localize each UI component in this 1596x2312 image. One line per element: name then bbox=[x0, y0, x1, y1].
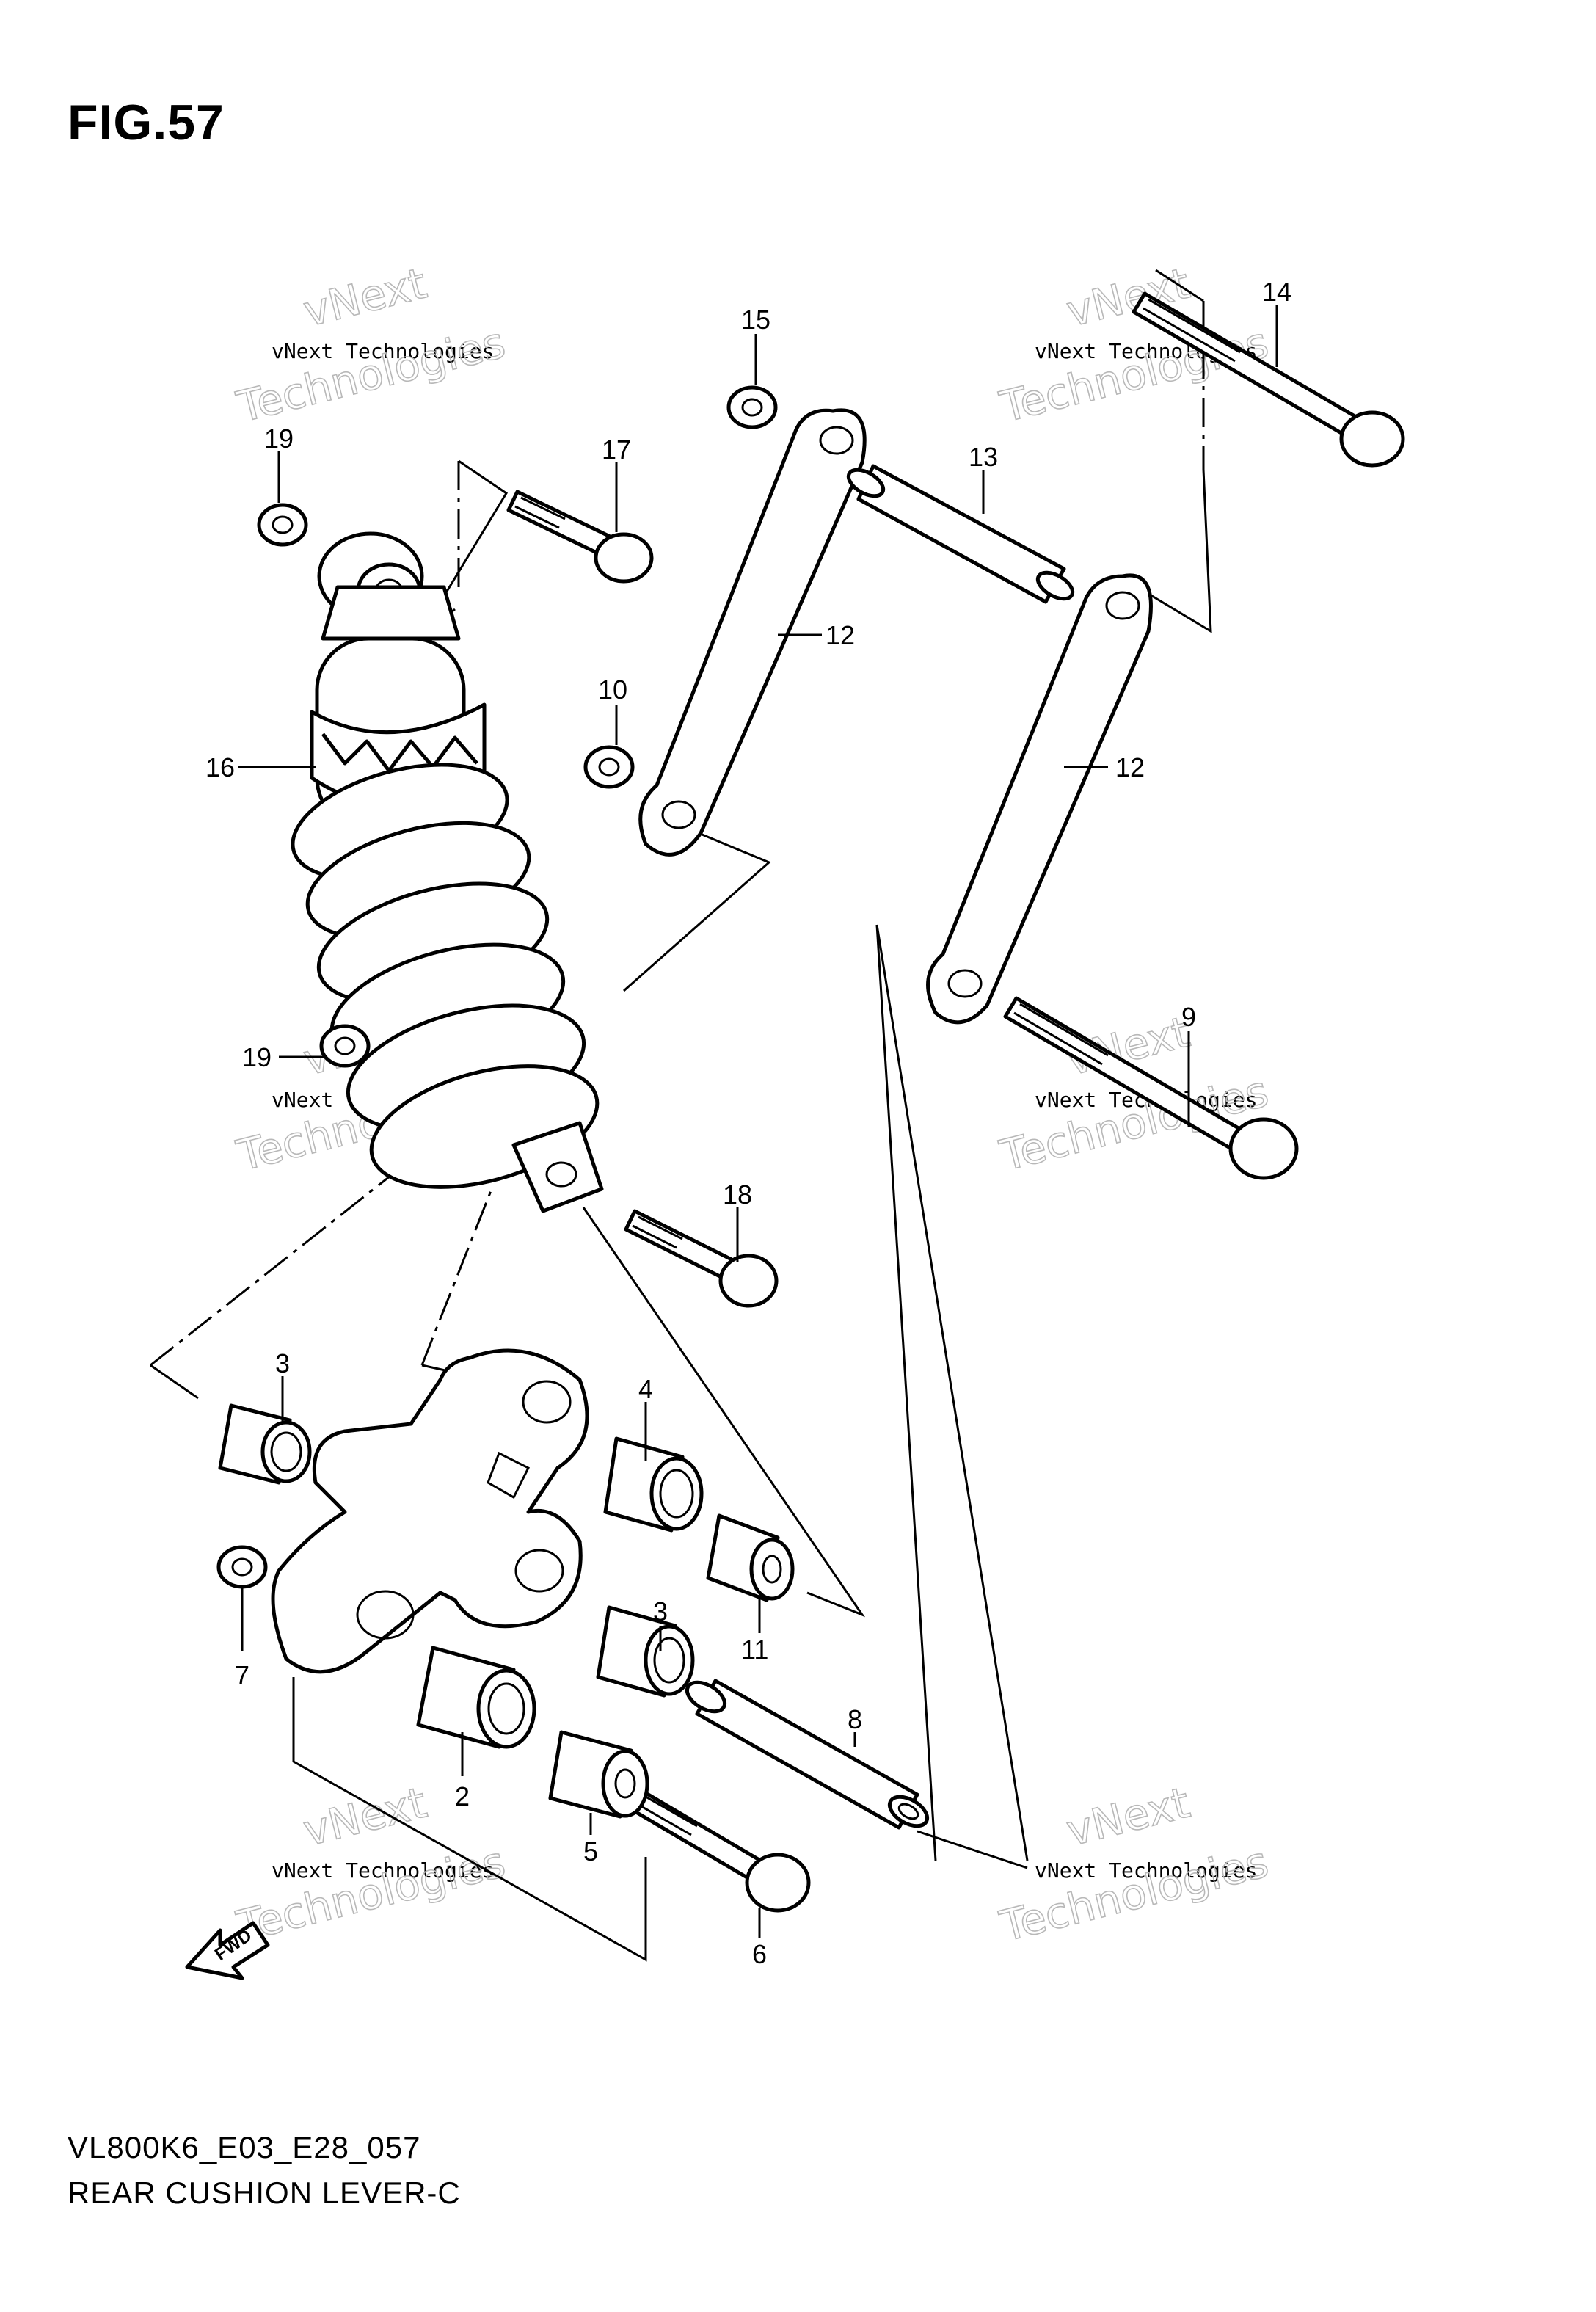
callout-17: 17 bbox=[602, 435, 631, 465]
figure-title: FIG.57 bbox=[68, 95, 225, 150]
spacer-pipe-8 bbox=[685, 1679, 930, 1830]
callout-18: 18 bbox=[723, 1179, 752, 1210]
bearing-3-right bbox=[596, 1605, 695, 1698]
watermark-text: Technologies bbox=[232, 317, 510, 432]
section-name: REAR CUSHION LEVER-C bbox=[68, 2175, 461, 2210]
callout-12-upper: 12 bbox=[826, 620, 855, 650]
nut-19-lower bbox=[319, 1024, 371, 1068]
callout-7: 7 bbox=[235, 1660, 249, 1690]
collar-11 bbox=[706, 1513, 795, 1602]
cushion-rod-link-lower bbox=[926, 573, 1153, 1025]
watermark-text: vNext bbox=[1062, 1778, 1195, 1856]
nut-15 bbox=[726, 385, 778, 429]
callout-12-lower: 12 bbox=[1115, 752, 1145, 782]
cushion-rod-link-upper bbox=[638, 408, 867, 857]
bolt-14 bbox=[1132, 291, 1405, 468]
callout-numbers: 14 15 19 17 13 12 12 10 16 19 9 18 3 4 7… bbox=[205, 277, 1291, 1969]
fwd-arrow-icon: FWD bbox=[185, 1921, 270, 1980]
shock-absorber bbox=[291, 531, 604, 1213]
spacer-pipe-13 bbox=[846, 464, 1075, 604]
watermark-text: Technologies bbox=[995, 1836, 1273, 1951]
callout-3-right: 3 bbox=[653, 1596, 668, 1626]
callout-16: 16 bbox=[205, 752, 235, 782]
watermark-text: vNext bbox=[299, 258, 431, 337]
callout-8: 8 bbox=[848, 1704, 862, 1734]
model-code: VL800K6_E03_E28_057 bbox=[68, 2130, 421, 2164]
callout-leaders bbox=[238, 305, 1278, 1938]
diagram-footer: VL800K6_E03_E28_057 REAR CUSHION LEVER-C bbox=[68, 2125, 461, 2216]
callout-14: 14 bbox=[1262, 277, 1291, 307]
bearing-3-left bbox=[218, 1403, 312, 1485]
watermark-text: vNext Technologies bbox=[272, 339, 494, 363]
collar-5 bbox=[548, 1730, 649, 1819]
watermark-text: Technologies bbox=[232, 1836, 510, 1951]
assembly-guide-lines bbox=[150, 269, 1212, 1962]
callout-9: 9 bbox=[1181, 1002, 1196, 1032]
bolt-18 bbox=[624, 1209, 779, 1308]
callout-19-upper: 19 bbox=[264, 423, 294, 454]
callout-6: 6 bbox=[752, 1939, 767, 1969]
nut-7 bbox=[216, 1545, 268, 1589]
callout-3-left: 3 bbox=[275, 1348, 290, 1378]
callout-13: 13 bbox=[969, 442, 998, 472]
watermark-top-left: vNext Technologies vNext Technologies bbox=[231, 258, 511, 433]
bolt-17 bbox=[506, 490, 654, 584]
callout-19-lower: 19 bbox=[242, 1042, 272, 1072]
callout-5: 5 bbox=[583, 1836, 598, 1866]
bearing-2 bbox=[416, 1646, 536, 1749]
callout-11: 11 bbox=[741, 1635, 768, 1665]
bolt-6 bbox=[629, 1789, 811, 1913]
watermark-text: vNext Technologies bbox=[1035, 1858, 1257, 1883]
bolt-9 bbox=[1003, 996, 1299, 1180]
nut-19-upper bbox=[257, 503, 308, 547]
nut-10 bbox=[583, 745, 635, 789]
bearing-4 bbox=[603, 1436, 704, 1533]
watermark-text: Technologies bbox=[995, 317, 1273, 432]
callout-10: 10 bbox=[598, 675, 627, 705]
callout-15: 15 bbox=[741, 305, 770, 335]
watermark-bottom-right: vNext Technologies vNext Technologies bbox=[994, 1777, 1274, 1952]
callout-2: 2 bbox=[455, 1781, 470, 1811]
callout-4: 4 bbox=[638, 1374, 653, 1404]
cushion-lever bbox=[271, 1348, 589, 1674]
watermark-text: vNext Technologies bbox=[272, 1858, 494, 1883]
watermark-text: vNext bbox=[299, 1778, 431, 1856]
